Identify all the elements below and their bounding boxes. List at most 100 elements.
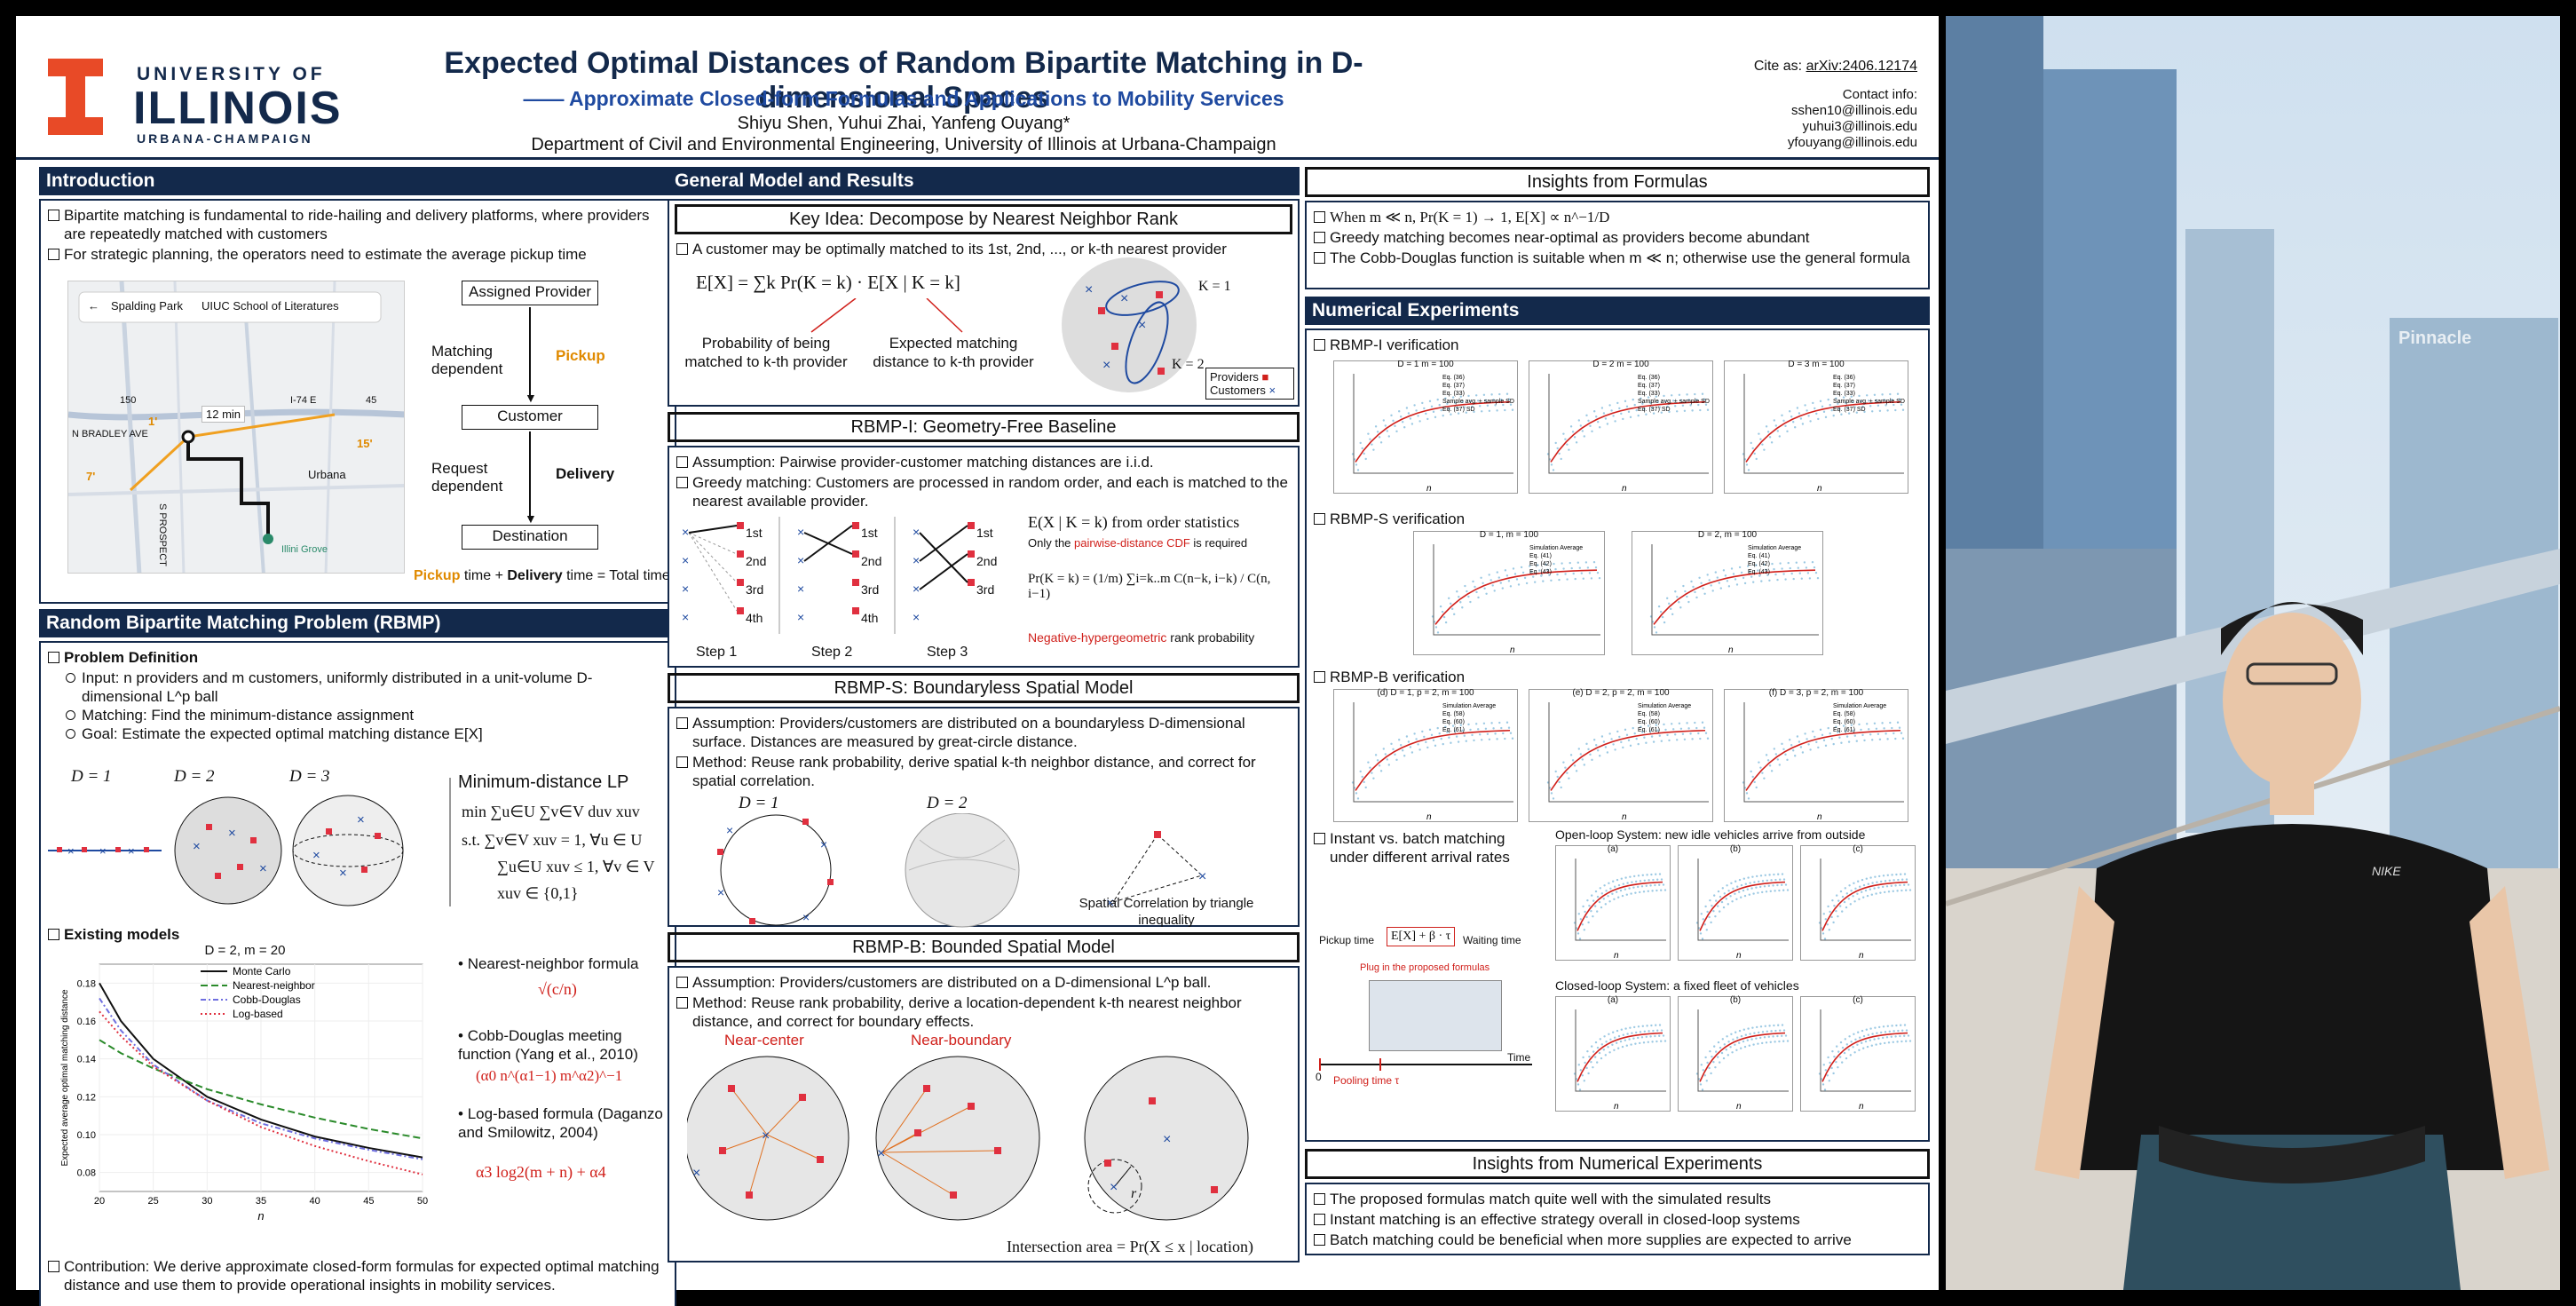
sample-dot — [1394, 424, 1396, 428]
plot-svg: n — [1695, 1009, 1790, 1112]
sample-dot — [1659, 610, 1663, 613]
sample-dot — [1835, 725, 1837, 728]
map-urbana: Urbana — [308, 468, 346, 481]
rank-illustration: ×××× — [1062, 257, 1197, 392]
flow-pickup-label: Pickup — [556, 347, 605, 364]
sample-dot — [1554, 441, 1557, 445]
plot-axes — [1820, 859, 1911, 941]
sample-dot — [1442, 615, 1446, 619]
route-map[interactable]: ← Spalding Park UIUC School of Literatur… — [67, 281, 405, 574]
sample-dot — [1873, 887, 1876, 890]
sample-dot — [1881, 722, 1884, 724]
sample-dot — [1602, 740, 1606, 743]
sample-dot — [1660, 1040, 1663, 1042]
sample-dot — [1400, 744, 1403, 747]
sample-dot — [1703, 398, 1706, 400]
plot-legend-label: Eq. (43) — [1529, 569, 1552, 575]
sample-dot — [1702, 587, 1704, 590]
sample-dot — [1525, 582, 1529, 585]
sample-dot — [1558, 578, 1561, 582]
sample-dot — [1727, 1041, 1730, 1043]
map-eta-7: 7' — [86, 470, 96, 483]
sample-dot — [1402, 749, 1404, 752]
email-1[interactable]: sshen10@illinois.edu — [1791, 103, 1917, 118]
sample-dot — [1756, 1025, 1758, 1029]
sample-dot — [1646, 1025, 1648, 1027]
sample-dot — [1597, 749, 1600, 752]
sample-dot — [1778, 764, 1781, 766]
sample-dot — [1770, 770, 1774, 772]
sample-dot — [1748, 893, 1750, 896]
sample-dot — [1405, 407, 1409, 409]
sample-dot — [1613, 898, 1616, 900]
sample-dot — [1390, 742, 1393, 746]
sample-dot — [1634, 891, 1637, 894]
sample-dot — [1766, 574, 1769, 576]
sample-dot — [1611, 892, 1614, 895]
sample-dot — [1587, 921, 1590, 924]
map-route-45: 45 — [366, 395, 377, 406]
series-line-cobb-douglas — [99, 997, 423, 1160]
sample-dot — [1489, 579, 1492, 582]
sample-dot — [1481, 410, 1483, 413]
sample-dot — [1592, 899, 1595, 902]
sample-dot — [1624, 888, 1626, 890]
sample-dot — [1701, 1088, 1704, 1091]
sample-dot — [1654, 1034, 1656, 1038]
sample-dot — [1504, 408, 1506, 412]
email-3[interactable]: yfouyang@illinois.edu — [1787, 135, 1917, 150]
sample-dot — [1768, 874, 1771, 876]
y-tick-label: 0.18 — [77, 978, 96, 989]
plot-title: D = 1, m = 100 — [1479, 530, 1539, 540]
sample-dot — [1884, 1031, 1887, 1033]
sample-dot — [1782, 748, 1785, 751]
sample-dot — [1841, 1046, 1845, 1049]
x-tick-label: 30 — [201, 1196, 212, 1207]
sample-dot — [1413, 404, 1416, 407]
sample-dot — [1880, 1031, 1883, 1034]
sample-dot — [1776, 758, 1779, 761]
sample-dot — [1575, 770, 1578, 772]
plot-title: (e) D = 2, p = 2, m = 100 — [1572, 688, 1670, 698]
general-heading: General Model and Results — [668, 167, 1300, 195]
sample-dot — [1866, 394, 1869, 397]
sample-dot — [1637, 414, 1640, 417]
rbmp-i-assumption: Assumption: Pairwise provider-customer m… — [675, 453, 1292, 471]
sample-dot — [1585, 1066, 1588, 1070]
sample-dot — [1752, 892, 1755, 895]
sample-dot — [1461, 729, 1464, 732]
sample-dot — [1592, 1065, 1594, 1069]
arxiv-link[interactable]: arXiv:2406.12174 — [1806, 59, 1917, 74]
sample-dot — [1436, 631, 1440, 634]
sample-dot — [1812, 730, 1814, 733]
sample-dot — [1575, 441, 1578, 444]
sample-dot — [1674, 733, 1677, 736]
sample-dot — [1901, 1029, 1904, 1032]
sample-dot — [1699, 932, 1703, 935]
sample-dot — [1550, 463, 1553, 466]
back-arrow-icon[interactable]: ← — [88, 299, 99, 313]
sample-dot — [1361, 775, 1363, 779]
nn-formula: √(c/n) — [538, 980, 577, 998]
radius-label: r — [1131, 1186, 1137, 1201]
map-street: N BRADLEY AVE — [72, 429, 148, 439]
sample-dot — [1843, 900, 1846, 904]
sample-dot — [1807, 743, 1810, 746]
sample-dot — [1598, 1051, 1601, 1055]
sample-dot — [1877, 886, 1880, 889]
sample-dot — [1713, 894, 1716, 897]
sample-dot — [1774, 753, 1777, 756]
mean-line — [1576, 1032, 1663, 1082]
sample-dot — [1897, 1029, 1900, 1033]
sample-dot — [1451, 724, 1455, 727]
sample-dot — [1604, 417, 1608, 420]
flow-assigned-provider: Assigned Provider — [462, 281, 598, 305]
sample-dot — [1456, 590, 1458, 593]
sample-dot — [1605, 1041, 1608, 1043]
sample-dot — [1676, 739, 1679, 741]
email-2[interactable]: yuhui3@illinois.edu — [1802, 119, 1917, 134]
sample-dot — [1580, 572, 1583, 574]
plot-legend-label: Eq. (37) — [1638, 383, 1660, 389]
sample-dot — [1858, 394, 1861, 398]
